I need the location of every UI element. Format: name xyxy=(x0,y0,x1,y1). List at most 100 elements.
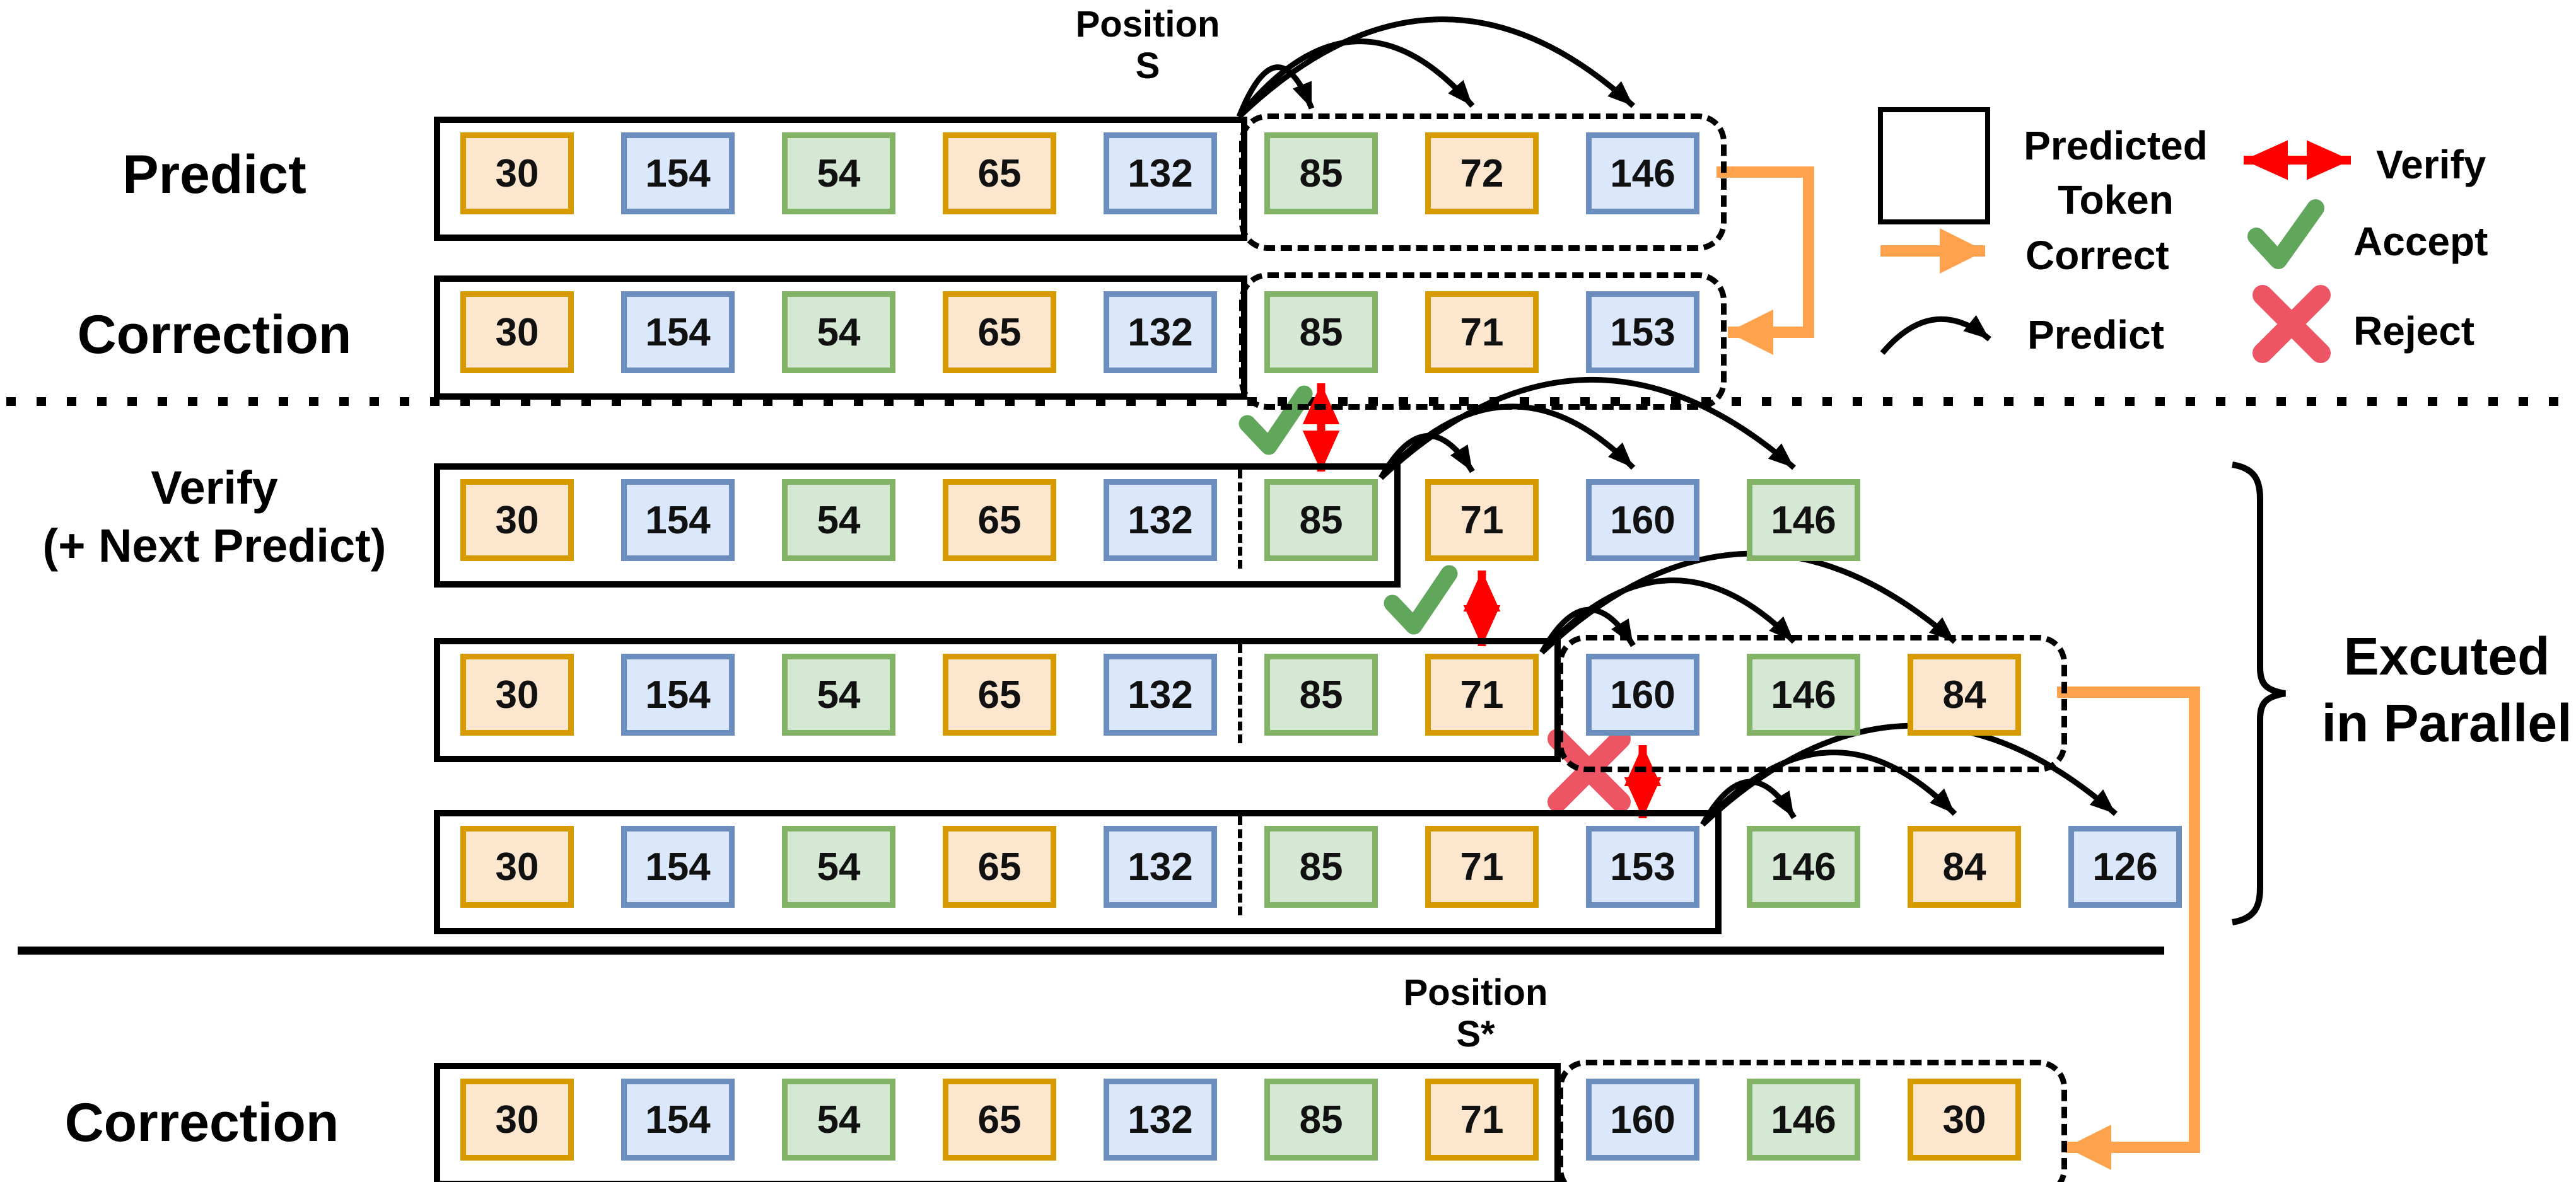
token-predict-54: 54 xyxy=(782,132,895,214)
token-verify-2-154: 154 xyxy=(621,654,735,736)
token-verify-2-84: 84 xyxy=(1908,654,2021,736)
sequence-box-verify-3 xyxy=(434,810,1722,934)
token-correction-top-85: 85 xyxy=(1264,291,1378,373)
token-predict-72: 72 xyxy=(1425,132,1539,214)
token-correction-top-154: 154 xyxy=(621,291,735,373)
token-verify-1-85: 85 xyxy=(1264,479,1378,561)
token-correction-top-132: 132 xyxy=(1104,291,1217,373)
token-verify-1-154: 154 xyxy=(621,479,735,561)
context-draft-divider-verify-2 xyxy=(1238,644,1242,743)
token-correction-bottom-71: 71 xyxy=(1425,1079,1539,1161)
token-correction-top-71: 71 xyxy=(1425,291,1539,373)
token-verify-1-54: 54 xyxy=(782,479,895,561)
token-verify-2-160: 160 xyxy=(1586,654,1699,736)
label-predict: Predict xyxy=(122,144,306,205)
token-verify-3-146: 146 xyxy=(1747,826,1860,908)
label-executed-in-parallel: Excuted in Parallel xyxy=(2283,623,2576,756)
position-s-star-line1: Position xyxy=(1403,972,1548,1013)
token-verify-2-65: 65 xyxy=(943,654,1056,736)
label-correction-bottom: Correction xyxy=(64,1092,339,1153)
token-correction-top-54: 54 xyxy=(782,291,895,373)
token-correction-top-65: 65 xyxy=(943,291,1056,373)
token-verify-3-126: 126 xyxy=(2068,826,2182,908)
token-correction-bottom-146: 146 xyxy=(1747,1079,1860,1161)
draft-box-correction-bottom xyxy=(1558,1060,2067,1182)
legend-predict-arc-icon xyxy=(1880,315,1991,355)
predict-arc xyxy=(1237,16,1636,119)
label-correction-top: Correction xyxy=(77,304,352,365)
token-correction-bottom-54: 54 xyxy=(782,1079,895,1161)
token-verify-2-85: 85 xyxy=(1264,654,1378,736)
label-verify: Verify (+ Next Predict) xyxy=(0,459,429,575)
token-predict-132: 132 xyxy=(1104,132,1217,214)
accept-check-icon xyxy=(1384,565,1458,635)
context-draft-divider-verify-3 xyxy=(1238,816,1242,915)
token-verify-3-54: 54 xyxy=(782,826,895,908)
token-verify-3-132: 132 xyxy=(1104,826,1217,908)
token-verify-1-146: 146 xyxy=(1747,479,1860,561)
token-correction-bottom-30: 30 xyxy=(460,1079,574,1161)
token-correction-top-153: 153 xyxy=(1586,291,1699,373)
label-verify-line1: Verify xyxy=(151,461,278,514)
predict-arc xyxy=(1378,403,1636,480)
token-verify-2-146: 146 xyxy=(1747,654,1860,736)
executed-line2: in Parallel xyxy=(2321,693,2572,753)
accept-check-icon xyxy=(1238,385,1313,455)
position-s-line2: S xyxy=(1135,45,1160,86)
context-draft-divider-verify-1 xyxy=(1238,470,1242,569)
position-s-star-line2: S* xyxy=(1456,1014,1495,1055)
token-verify-1-65: 65 xyxy=(943,479,1056,561)
token-correction-bottom-160: 160 xyxy=(1586,1079,1699,1161)
legend-verify-label: Verify xyxy=(2376,142,2486,187)
predict-arc xyxy=(1237,38,1475,119)
legend-reject-x-icon xyxy=(2253,285,2331,363)
token-predict-65: 65 xyxy=(943,132,1056,214)
draft-box-predict xyxy=(1239,113,1727,251)
legend-predicted-token-icon xyxy=(1878,107,1990,224)
draft-box-verify-2 xyxy=(1558,635,2067,772)
token-verify-2-71: 71 xyxy=(1425,654,1539,736)
label-position-s: Position S xyxy=(1028,4,1268,87)
token-correction-bottom-85: 85 xyxy=(1264,1079,1378,1161)
legend-predicted-token-label: Predicted Token xyxy=(1999,119,2232,227)
predict-arc xyxy=(1236,64,1315,118)
label-position-s-star: Position S* xyxy=(1356,972,1595,1055)
token-correction-bottom-132: 132 xyxy=(1104,1079,1217,1161)
predict-arc xyxy=(1378,376,1796,480)
token-verify-1-71: 71 xyxy=(1425,479,1539,561)
draft-box-correction-top xyxy=(1239,272,1727,410)
label-verify-line2: (+ Next Predict) xyxy=(42,519,387,572)
correct-connector xyxy=(2057,687,2200,1170)
legend-correct-label: Correct xyxy=(2025,233,2169,278)
position-s-line1: Position xyxy=(1075,4,1220,45)
token-verify-1-132: 132 xyxy=(1104,479,1217,561)
correct-connector xyxy=(1716,166,1814,355)
token-verify-2-132: 132 xyxy=(1104,654,1217,736)
token-verify-2-30: 30 xyxy=(460,654,574,736)
legend-accept-check-icon xyxy=(2247,199,2324,269)
token-verify-3-153: 153 xyxy=(1586,826,1699,908)
token-verify-3-65: 65 xyxy=(943,826,1056,908)
token-verify-1-30: 30 xyxy=(460,479,574,561)
legend-reject-label: Reject xyxy=(2353,308,2475,354)
legend-predict-label: Predict xyxy=(2027,312,2164,357)
token-verify-3-84: 84 xyxy=(1908,826,2021,908)
legend-predicted-line2: Token xyxy=(2058,177,2174,223)
token-verify-3-30: 30 xyxy=(460,826,574,908)
sequence-box-verify-1 xyxy=(434,463,1401,588)
token-verify-3-71: 71 xyxy=(1425,826,1539,908)
parallel-brace xyxy=(2232,461,2286,925)
token-correction-bottom-154: 154 xyxy=(621,1079,735,1161)
token-predict-85: 85 xyxy=(1264,132,1378,214)
token-verify-2-54: 54 xyxy=(782,654,895,736)
executed-line1: Excuted xyxy=(2343,627,2550,686)
legend-predicted-line1: Predicted xyxy=(2024,123,2208,168)
token-verify-3-85: 85 xyxy=(1264,826,1378,908)
token-correction-top-30: 30 xyxy=(460,291,574,373)
token-correction-bottom-65: 65 xyxy=(943,1079,1056,1161)
token-predict-30: 30 xyxy=(460,132,574,214)
token-predict-146: 146 xyxy=(1586,132,1699,214)
token-verify-1-160: 160 xyxy=(1586,479,1699,561)
